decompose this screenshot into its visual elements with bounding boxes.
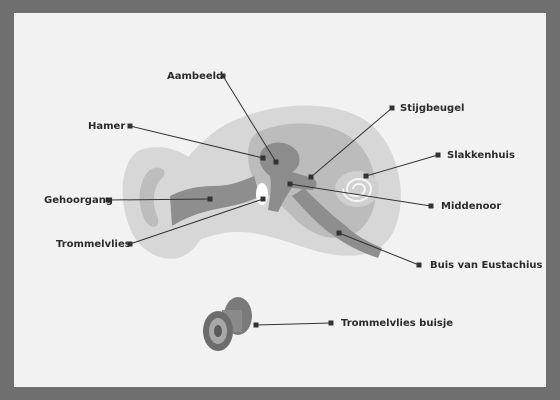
- outer-ear-fold: [139, 167, 165, 227]
- label-hamer: Hamer: [88, 121, 125, 132]
- label-aambeeld: Aambeeld: [167, 71, 223, 82]
- leader-lines: [105, 73, 441, 328]
- label-middenoor: Middenoor: [441, 201, 501, 212]
- ear-canal: [170, 176, 260, 226]
- tube-illustration: [203, 297, 252, 351]
- ear-anatomy: [122, 105, 401, 259]
- eardrum-shape: [256, 183, 268, 205]
- cochlea-shape: [335, 171, 379, 207]
- label-trommelvlies: Trommelvlies: [56, 239, 131, 250]
- eustachian-tube-shape: [292, 188, 382, 258]
- label-gehoorgang: Gehoorgang: [44, 195, 113, 206]
- label-slakkenhuis: Slakkenhuis: [447, 150, 515, 161]
- label-trommelvlies-buisje: Trommelvlies buisje: [341, 318, 453, 329]
- label-stijgbeugel: Stijgbeugel: [400, 103, 464, 114]
- label-buis-van-eustachius: Buis van Eustachius: [430, 260, 542, 271]
